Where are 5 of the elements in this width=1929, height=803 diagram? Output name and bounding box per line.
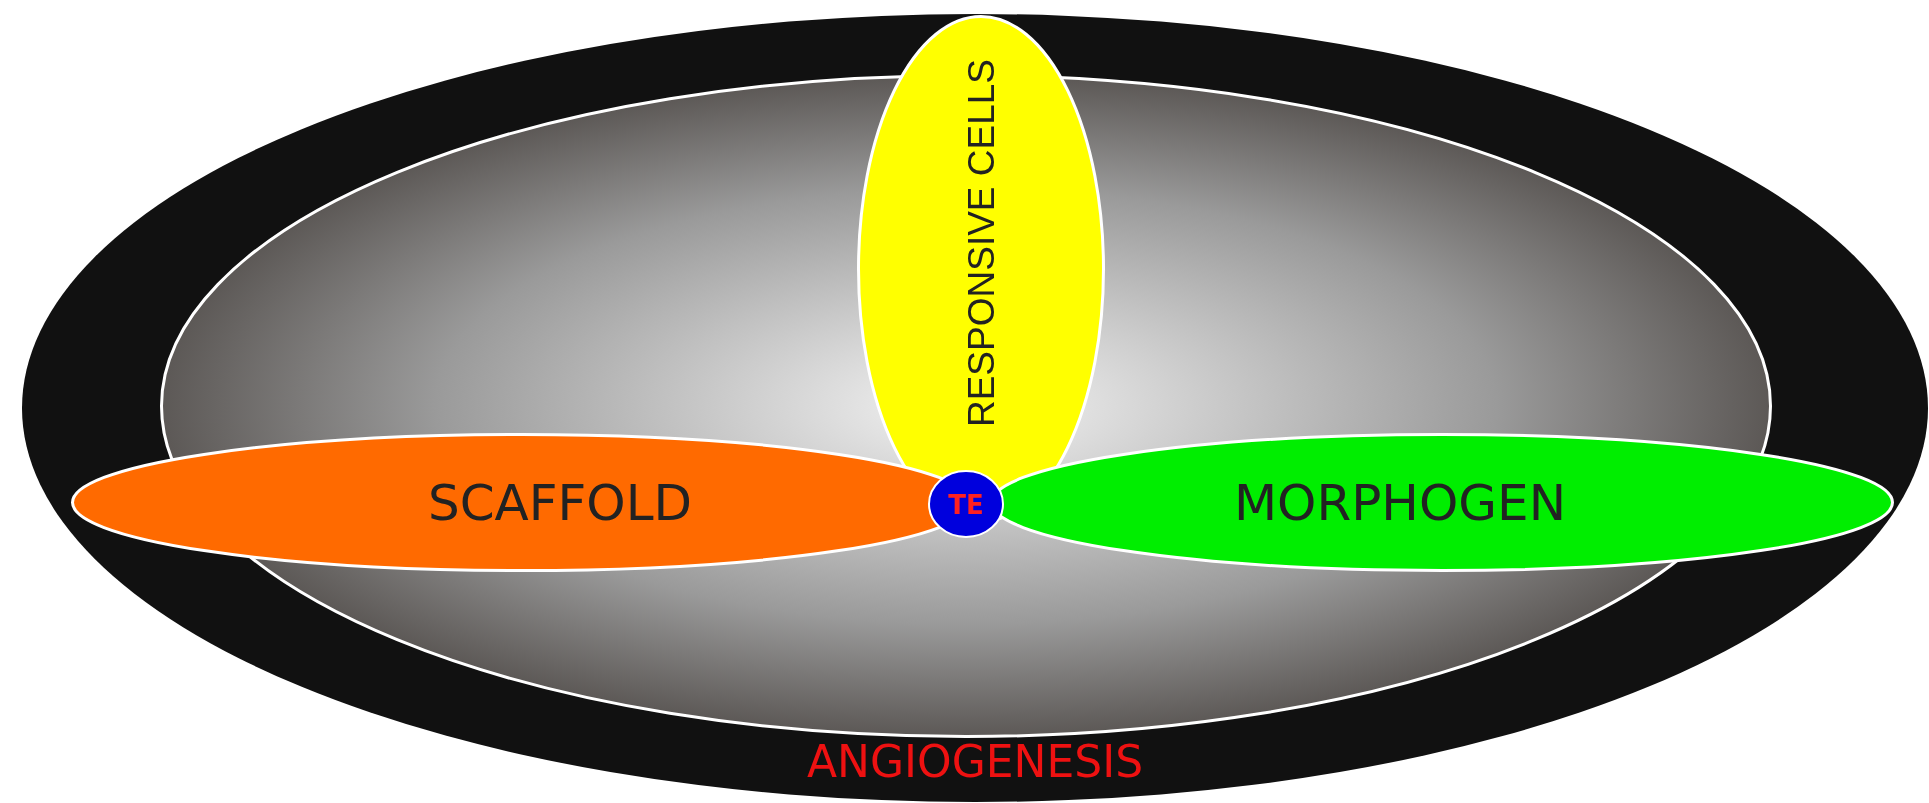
core-label: TE bbox=[948, 492, 984, 518]
cells-label: RESPONSIVE CELLS bbox=[962, 58, 1000, 428]
scaffold-label: SCAFFOLD bbox=[427, 478, 693, 528]
morphogen-label: MORPHOGEN bbox=[1233, 478, 1567, 528]
ring-label: ANGIOGENESIS bbox=[806, 740, 1144, 784]
